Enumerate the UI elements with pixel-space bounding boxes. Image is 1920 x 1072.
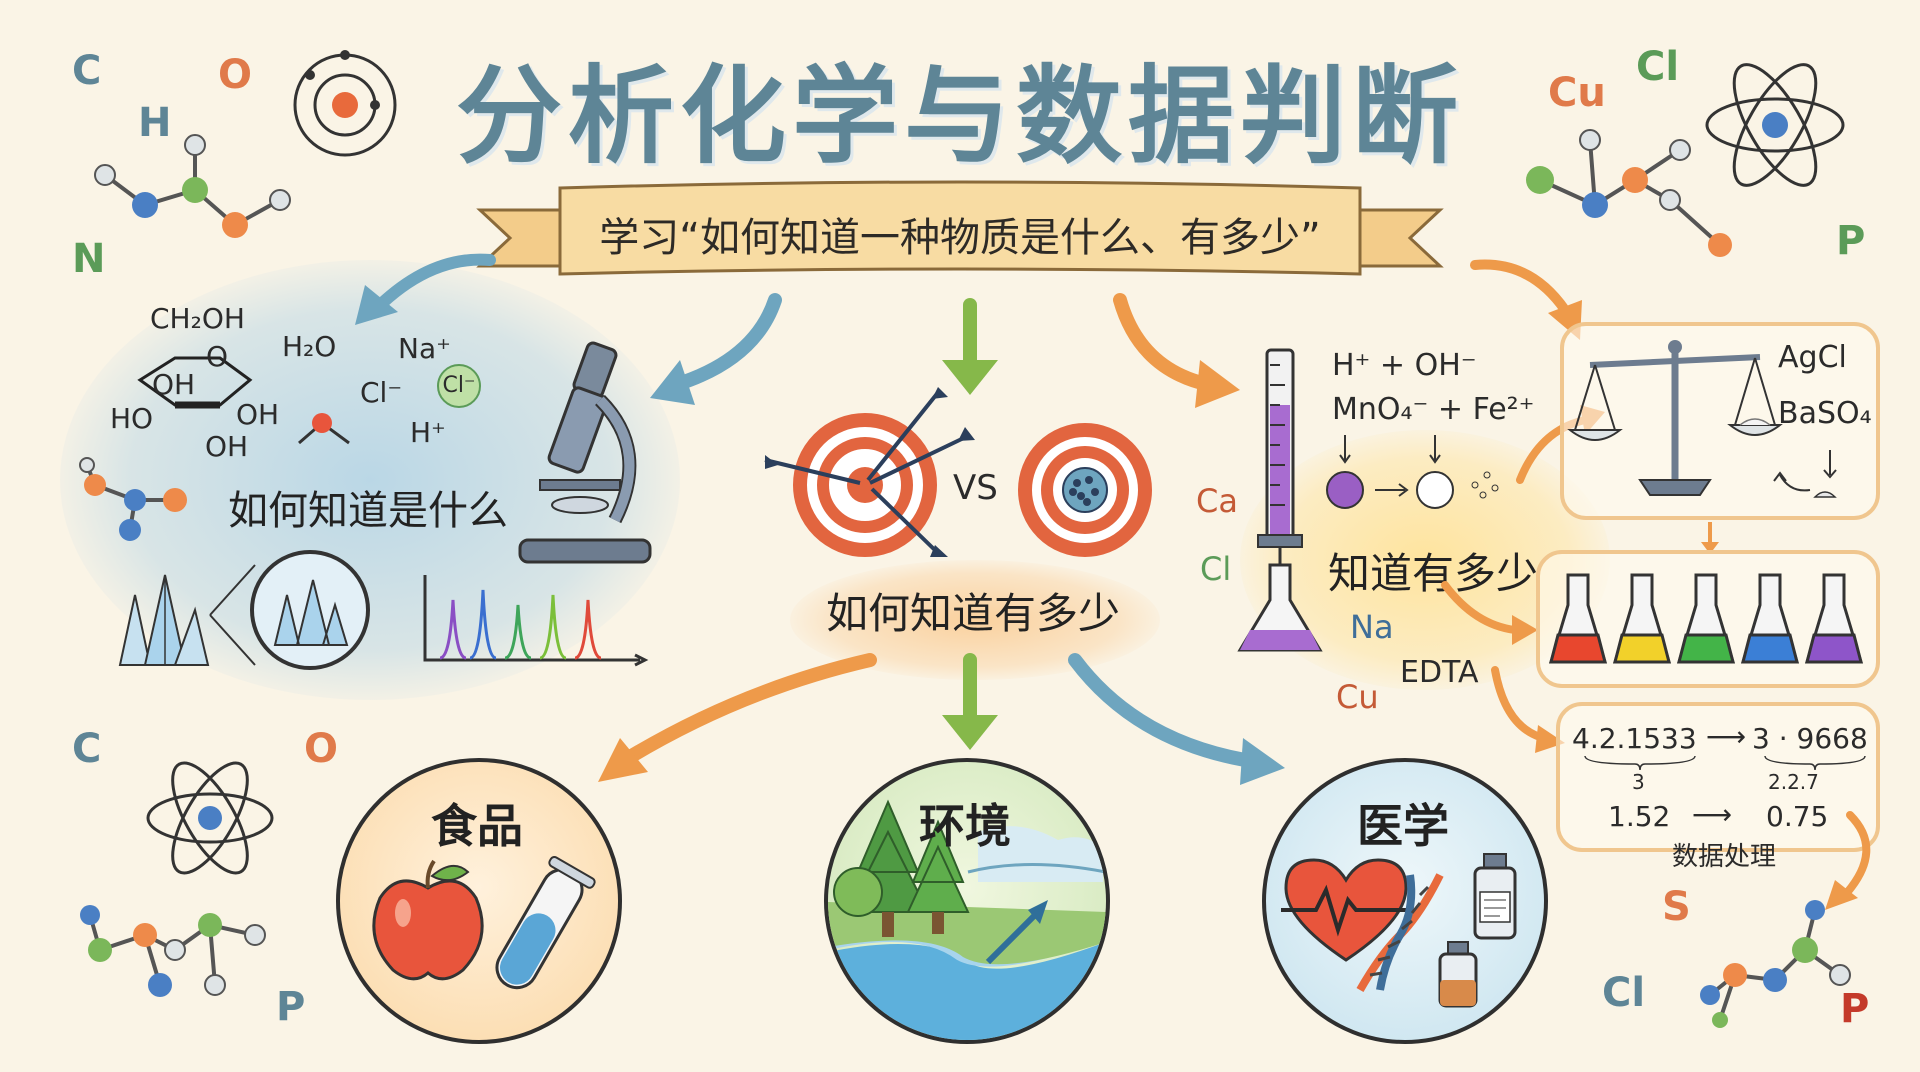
titration-label: 知道有多少 — [1328, 549, 1539, 598]
agcl-label: AgCl — [1778, 340, 1847, 375]
molecule-icon — [94, 134, 291, 238]
microscope-icon — [518, 341, 652, 564]
dna-icon — [1356, 873, 1444, 992]
data-processing-caption: 数据处理 — [1672, 842, 1777, 872]
arrow-to-food — [598, 653, 877, 782]
banner-text: 学习“如何知道一种物质是什么、有多少” — [599, 215, 1321, 261]
hydrogen-ion-label: H⁺ — [410, 416, 446, 449]
atom-icon — [1705, 63, 1845, 187]
atom-icon — [293, 50, 397, 157]
reaction-redox: MnO₄⁻ + Fe²⁺ — [1332, 392, 1535, 427]
spectrum-icon — [423, 575, 649, 667]
glucose-oh: OH — [205, 430, 249, 463]
element-cl: Cl — [1602, 970, 1646, 1016]
curved-arrow-down — [1825, 811, 1871, 910]
chloride-ion-circle: Cl⁻ — [437, 364, 481, 408]
element-s: S — [1662, 884, 1691, 930]
element-cl: Cl — [1636, 44, 1680, 90]
glucose-ho: HO — [110, 402, 154, 435]
arrow-to-medicine — [1068, 653, 1285, 785]
arrow-to-what — [650, 293, 782, 405]
test-tube-icon — [495, 856, 596, 990]
molecule-icon — [80, 905, 266, 997]
element-p: P — [276, 984, 306, 1030]
molecule-icon — [1700, 900, 1851, 1028]
medicine-label: 医学 — [1357, 799, 1449, 853]
atom-icon — [146, 761, 274, 875]
burette-icon — [1237, 348, 1323, 652]
data-value: 3 · 9668 — [1752, 722, 1868, 755]
glucose-o: O — [206, 340, 229, 373]
data-value: 4.2.1533 — [1572, 722, 1697, 755]
element-cu: Cu — [1548, 70, 1606, 116]
ion-ca: Ca — [1196, 482, 1238, 520]
element-h: H — [138, 100, 172, 146]
arrow-to-environment — [942, 653, 998, 750]
element-p: P — [1836, 218, 1866, 264]
element-o: O — [304, 726, 339, 772]
data-arrow: ⟶ — [1692, 798, 1733, 831]
panel-down-arrow — [1701, 522, 1719, 554]
vial-icon — [1438, 941, 1478, 1008]
page-title: 分析化学与数据判断 — [456, 55, 1464, 178]
flask-icon — [1548, 573, 1864, 664]
water-molecule-icon — [298, 413, 350, 445]
precipitate-arrow — [1773, 450, 1837, 498]
landscape-icon — [828, 799, 1106, 1040]
data-processing-panel — [1556, 702, 1880, 852]
how-much-label: 如何知道有多少 — [826, 589, 1121, 638]
vs-label: VS — [953, 468, 998, 508]
h2o-label: H₂O — [282, 330, 337, 363]
data-arrow: ⟶ — [1706, 720, 1747, 753]
element-o: O — [218, 52, 253, 98]
ion-cl: Cl — [1200, 550, 1232, 588]
environment-circle — [824, 758, 1110, 1044]
what-label: 如何知道是什么 — [228, 488, 508, 534]
glucose-ch2oh: CH₂OH — [150, 302, 245, 335]
vial-icon — [1473, 853, 1517, 940]
baso4-label: BaSO₄ — [1778, 396, 1872, 431]
chloride-ion-label: Cl⁻ — [360, 376, 403, 409]
food-label: 食品 — [431, 799, 523, 853]
arrow-to-titration — [1113, 293, 1240, 408]
data-value: 3 — [1632, 770, 1645, 794]
element-c: C — [72, 48, 102, 94]
data-brace — [1584, 755, 1866, 771]
environment-label: 环境 — [919, 799, 1011, 853]
balance-icon — [1567, 340, 1783, 496]
target-icon — [1018, 423, 1152, 557]
data-value: 1.52 — [1608, 800, 1671, 833]
data-value: 0.75 — [1766, 800, 1829, 833]
glucose-ring — [137, 356, 253, 409]
edta-label: EDTA — [1400, 655, 1479, 690]
molecule-icon — [79, 457, 187, 541]
arrow-to-how-much — [942, 298, 998, 395]
arrow-to-flasks — [1441, 581, 1538, 645]
arrow-to-data — [1491, 666, 1565, 753]
data-value: 2.2.7 — [1768, 770, 1819, 794]
apple-icon — [372, 859, 484, 981]
banner-ribbon — [476, 180, 1444, 276]
magnifier-crystal-icon — [209, 550, 370, 670]
glucose-oh: OH — [152, 368, 196, 401]
color-change-icon — [1326, 435, 1499, 509]
glucose-oh: OH — [236, 398, 280, 431]
heart-icon — [1281, 858, 1411, 962]
ion-na: Na — [1350, 608, 1394, 646]
element-n: N — [72, 236, 106, 282]
molecule-icon — [1526, 129, 1732, 257]
ion-cu: Cu — [1336, 678, 1379, 716]
element-c: C — [72, 726, 102, 772]
crystal-icon — [118, 574, 210, 666]
arrow-to-what-top — [355, 253, 496, 325]
element-p: P — [1840, 986, 1870, 1032]
sodium-ion-label: Na⁺ — [398, 332, 451, 365]
reaction-acid-base: H⁺ + OH⁻ — [1332, 348, 1477, 383]
gravimetric-panel — [1560, 322, 1880, 520]
target-icon — [764, 387, 975, 557]
